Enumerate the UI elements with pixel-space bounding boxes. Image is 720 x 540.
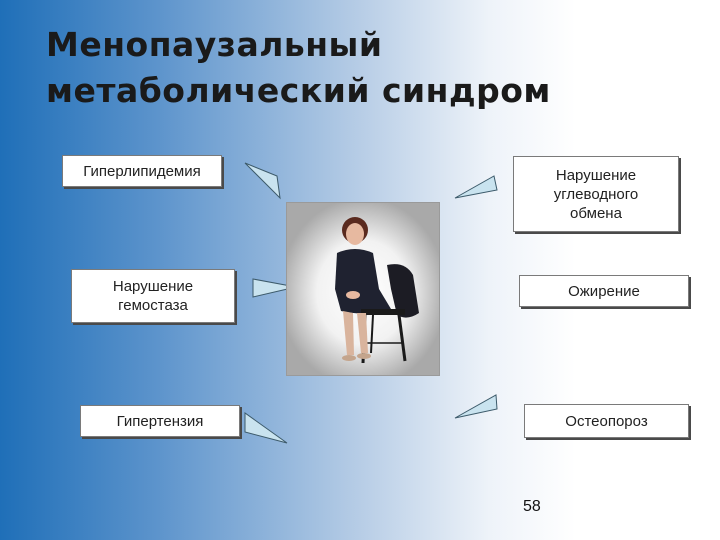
obesity-label: Ожирение: [568, 282, 640, 300]
hyperlipidemia-label: Гиперлипидемия: [83, 162, 201, 180]
arrow-hemostasis: [252, 278, 297, 298]
arrow-hyperlipidemia: [244, 162, 281, 200]
obesity-box: Ожирение: [519, 275, 689, 307]
osteoporosis-label: Остеопороз: [565, 412, 648, 430]
hemostasis-label: Нарушение гемостаза: [112, 278, 194, 314]
woman-seated-illustration: [287, 203, 439, 375]
slide-title-line-2: метаболический синдром: [46, 71, 551, 110]
arrow-hypertension: [244, 412, 288, 444]
hyperlipidemia-box: Гиперлипидемия: [62, 155, 222, 187]
slide-title: Менопаузальный метаболический синдром: [46, 22, 551, 114]
osteoporosis-box: Остеопороз: [524, 404, 689, 438]
slide-title-line-1: Менопаузальный: [46, 25, 383, 64]
arrow-carbohydrate: [454, 175, 498, 199]
hypertension-box: Гипертензия: [80, 405, 240, 437]
carbohydrate-metabolism-box: Нарушение углеводного обмена: [513, 156, 679, 232]
hypertension-label: Гипертензия: [116, 412, 204, 430]
arrow-osteoporosis: [454, 394, 498, 419]
woman-seated-photo: [286, 202, 440, 376]
carbohydrate-metabolism-label: Нарушение углеводного обмена: [553, 166, 639, 222]
hemostasis-box: Нарушение гемостаза: [71, 269, 235, 323]
page-number: 58: [523, 498, 541, 515]
